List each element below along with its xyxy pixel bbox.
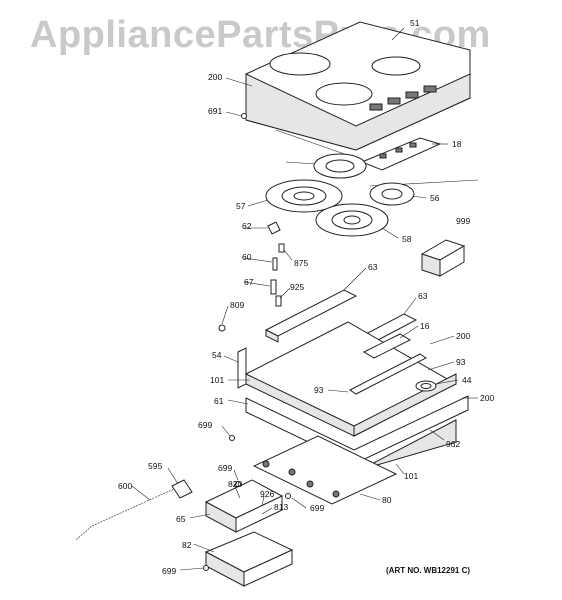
callout-93-a: 93 bbox=[456, 357, 466, 367]
callout-60: 60 bbox=[242, 252, 252, 262]
callout-699-c: 699 bbox=[310, 503, 324, 513]
callout-labels: 51 200 691 18 57 56 999 62 58 60 875 63 … bbox=[118, 18, 494, 576]
callout-93-b: 93 bbox=[314, 385, 324, 395]
callout-101-b: 101 bbox=[404, 471, 418, 481]
junction-box bbox=[203, 531, 294, 587]
callout-65: 65 bbox=[176, 514, 186, 524]
callout-82: 82 bbox=[182, 540, 192, 550]
callout-80: 80 bbox=[382, 495, 392, 505]
callout-67: 67 bbox=[244, 277, 254, 287]
callout-699-d: 699 bbox=[162, 566, 176, 576]
side-bracket bbox=[237, 347, 247, 389]
callout-54: 54 bbox=[212, 350, 222, 360]
art-number: (ART NO. WB12291 C) bbox=[386, 566, 471, 575]
callout-875: 875 bbox=[294, 258, 308, 268]
callout-999: 999 bbox=[456, 216, 470, 226]
callout-925: 925 bbox=[290, 282, 304, 292]
callout-63-b: 63 bbox=[418, 291, 428, 301]
callout-813: 813 bbox=[274, 502, 288, 512]
callout-809: 809 bbox=[230, 300, 244, 310]
power-cord bbox=[75, 479, 193, 541]
callout-61: 61 bbox=[214, 396, 224, 406]
small-hardware bbox=[218, 113, 285, 441]
callout-62: 62 bbox=[242, 221, 252, 231]
cooktop-pan bbox=[244, 321, 469, 471]
callout-57: 57 bbox=[236, 201, 246, 211]
callout-600: 600 bbox=[118, 481, 132, 491]
callout-51: 51 bbox=[410, 18, 420, 28]
control-board bbox=[360, 137, 442, 171]
callout-200-mid: 200 bbox=[456, 331, 470, 341]
bottom-panel bbox=[252, 435, 398, 505]
callout-63-a: 63 bbox=[368, 262, 378, 272]
callout-962: 962 bbox=[446, 439, 460, 449]
terminal-box bbox=[204, 479, 291, 533]
callout-200-top: 200 bbox=[208, 72, 222, 82]
radiant-surface-elements bbox=[265, 153, 415, 237]
callout-56: 56 bbox=[430, 193, 440, 203]
callout-691: 691 bbox=[208, 106, 222, 116]
callout-699-b: 699 bbox=[218, 463, 232, 473]
callout-101-a: 101 bbox=[210, 375, 224, 385]
leader-lines bbox=[131, 27, 478, 571]
callout-44: 44 bbox=[462, 375, 472, 385]
callout-699-a: 699 bbox=[198, 420, 212, 430]
callout-595: 595 bbox=[148, 461, 162, 471]
glass-cooktop bbox=[245, 21, 471, 151]
callout-926: 926 bbox=[260, 489, 274, 499]
callout-18: 18 bbox=[452, 139, 462, 149]
callout-58: 58 bbox=[402, 234, 412, 244]
callout-16: 16 bbox=[420, 321, 430, 331]
terminal-block bbox=[349, 333, 437, 395]
callout-200-right: 200 bbox=[480, 393, 494, 403]
callout-820: 820 bbox=[228, 479, 242, 489]
component-box bbox=[420, 239, 466, 277]
